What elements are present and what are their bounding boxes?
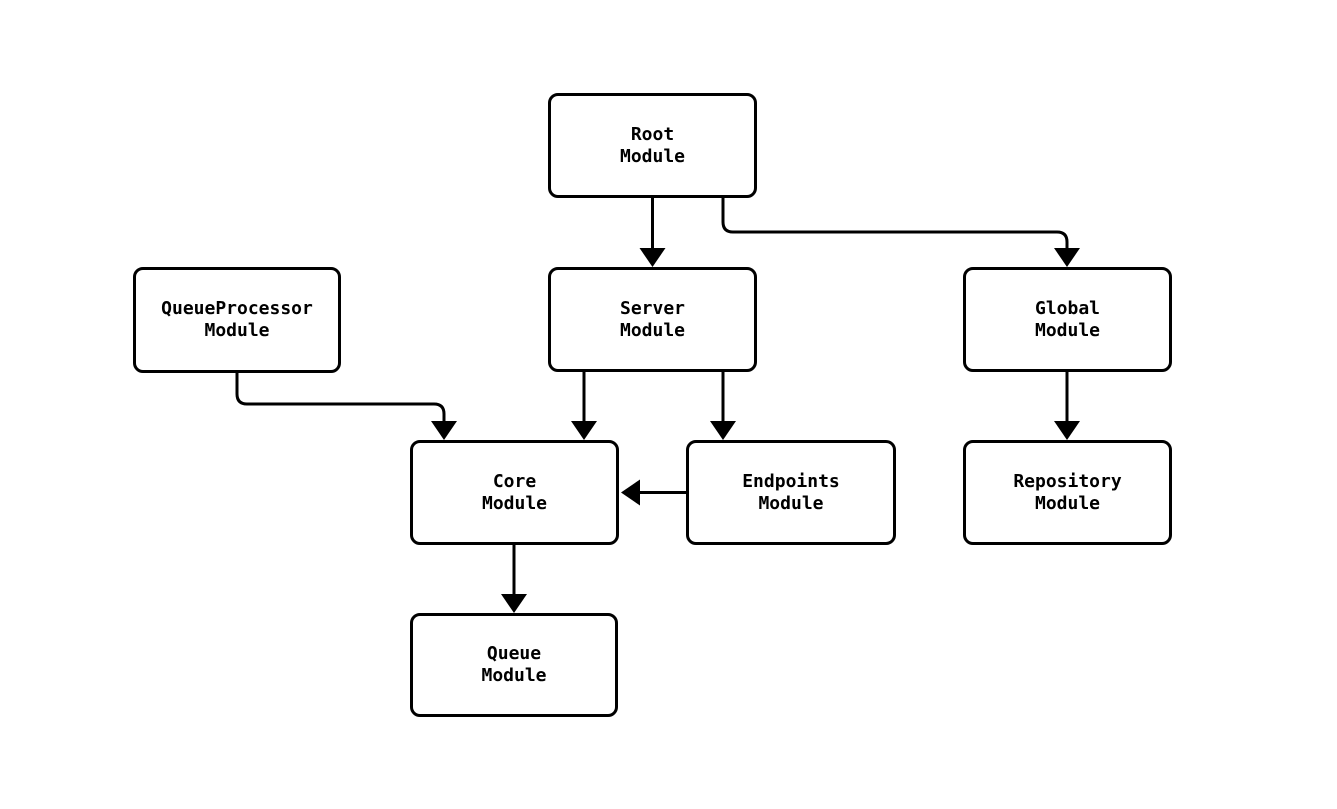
node-queue-module-label: Queue Module [481,643,547,686]
edge-server-to-endpoints [710,372,736,440]
node-endpoints-module-label: Endpoints Module [742,470,840,514]
node-root-module-label: Root Module [619,123,686,167]
node-queue-module: Queue Module [410,613,618,717]
edge-core-to-queue [501,545,527,613]
node-repository-module-label: Repository Module [1013,470,1122,514]
node-server-module: Server Module [548,267,757,372]
edge-global-to-repository [1054,372,1080,440]
node-root-module: Root Module [548,93,757,198]
node-repository-module: Repository Module [963,440,1172,545]
edge-server-to-core [571,372,597,440]
edge-queueprocessor-to-core [235,373,457,440]
node-global-module: Global Module [963,267,1172,372]
edge-root-to-global [721,198,1080,267]
node-queueprocessor-module: QueueProcessor Module [133,267,341,373]
edge-root-to-server [639,198,666,267]
node-core-module-label: Core Module [481,470,548,514]
node-global-module-label: Global Module [1034,297,1101,341]
node-core-module: Core Module [410,440,619,545]
node-server-module-label: Server Module [619,297,686,341]
node-queueprocessor-module-label: QueueProcessor Module [161,298,313,341]
node-endpoints-module: Endpoints Module [686,440,896,545]
edge-endpoints-to-core [621,479,686,506]
